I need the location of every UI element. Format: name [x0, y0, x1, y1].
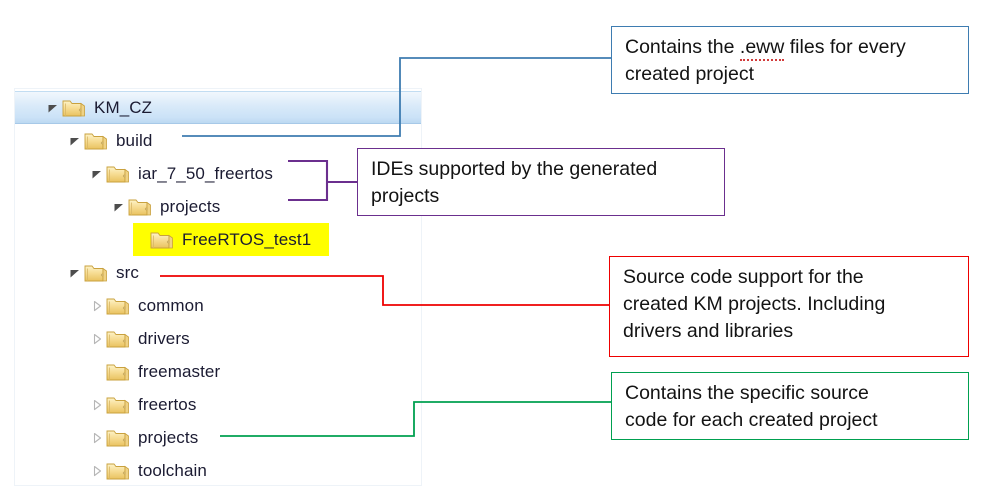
- tree-row-label: FreeRTOS_test1: [182, 229, 312, 249]
- tree-row-build[interactable]: build: [15, 124, 421, 157]
- chevron-expanded-icon[interactable]: [67, 133, 83, 149]
- tree-row-label: common: [138, 295, 204, 315]
- tree-row-label: projects: [160, 196, 221, 216]
- callout-ides-line2: projects: [371, 185, 440, 207]
- tree-row-projects[interactable]: projects: [15, 421, 421, 454]
- callout-eww-line2: created project: [625, 63, 754, 85]
- tree-row-common[interactable]: common: [15, 289, 421, 322]
- folder-icon: [105, 163, 131, 185]
- tree-row-drivers[interactable]: drivers: [15, 322, 421, 355]
- chevron-expanded-icon[interactable]: [89, 166, 105, 182]
- tree-row-label: build: [116, 130, 153, 150]
- twisty-spacer: [89, 364, 105, 380]
- callout-ides-supported: IDEs supported by the generated projects: [357, 148, 725, 216]
- tree-row-freertos[interactable]: freertos: [15, 388, 421, 421]
- chevron-collapsed-icon[interactable]: [89, 298, 105, 314]
- folder-icon: [105, 295, 131, 317]
- callout-src-line2: created KM projects. Including: [623, 293, 886, 315]
- chevron-expanded-icon[interactable]: [45, 100, 61, 116]
- tree-row-iar_7_50_freertos[interactable]: iar_7_50_freertos: [15, 157, 421, 190]
- tree-row-highlight: FreeRTOS_test1: [133, 223, 330, 256]
- callout-eww-files: Contains the .eww files for every create…: [611, 26, 969, 94]
- folder-icon: [149, 229, 175, 251]
- tree-row-label: projects: [138, 427, 199, 447]
- tree-row-label: toolchain: [138, 460, 207, 480]
- folder-icon: [105, 361, 131, 383]
- folder-icon: [61, 97, 87, 119]
- folder-icon: [83, 130, 109, 152]
- tree-row-label: KM_CZ: [94, 97, 153, 117]
- callout-projects-line1: Contains the specific source: [625, 382, 869, 404]
- tree-row-label: src: [116, 262, 139, 282]
- callout-ides-line1: IDEs supported by the generated: [371, 158, 658, 180]
- callout-src-line1: Source code support for the: [623, 266, 864, 288]
- tree-row-km_cz[interactable]: KM_CZ: [15, 91, 421, 124]
- folder-icon: [105, 328, 131, 350]
- folder-icon: [105, 427, 131, 449]
- tree-row-freemaster[interactable]: freemaster: [15, 355, 421, 388]
- tree-row-projects[interactable]: projects: [15, 190, 421, 223]
- callout-projects-line2: code for each created project: [625, 409, 878, 431]
- chevron-collapsed-icon[interactable]: [89, 463, 105, 479]
- twisty-spacer: [133, 232, 149, 248]
- tree-row-label: iar_7_50_freertos: [138, 163, 273, 183]
- folder-icon: [127, 196, 153, 218]
- chevron-collapsed-icon[interactable]: [89, 430, 105, 446]
- chevron-collapsed-icon[interactable]: [89, 397, 105, 413]
- tree-row-label: drivers: [138, 328, 190, 348]
- callout-specific-source-code: Contains the specific source code for ea…: [611, 372, 969, 440]
- folder-icon: [105, 460, 131, 482]
- tree-row-label: freemaster: [138, 361, 221, 381]
- callout-eww-spellcheck-word: .eww: [739, 36, 785, 61]
- tree-row-src[interactable]: src: [15, 256, 421, 289]
- chevron-expanded-icon[interactable]: [67, 265, 83, 281]
- callout-source-code-support: Source code support for the created KM p…: [609, 256, 969, 357]
- callout-eww-text-pre: Contains the: [625, 36, 740, 58]
- folder-icon: [83, 262, 109, 284]
- chevron-expanded-icon[interactable]: [111, 199, 127, 215]
- tree-row-freertos_test1[interactable]: FreeRTOS_test1: [15, 223, 421, 256]
- callout-src-line3: drivers and libraries: [623, 320, 794, 342]
- tree-row-toolchain[interactable]: toolchain: [15, 454, 421, 487]
- tree-row-label: freertos: [138, 394, 197, 414]
- chevron-collapsed-icon[interactable]: [89, 331, 105, 347]
- callout-eww-text-post: files for every: [784, 36, 906, 58]
- folder-icon: [105, 394, 131, 416]
